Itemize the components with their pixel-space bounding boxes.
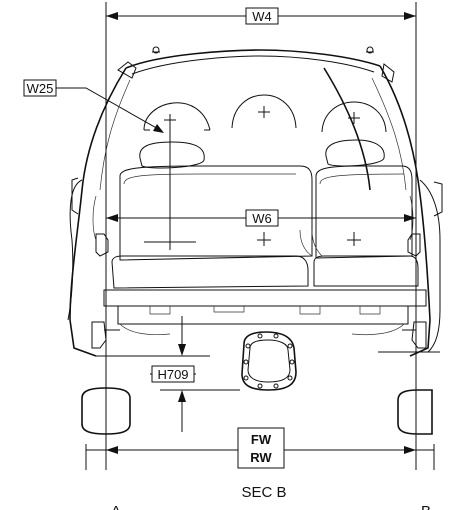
fw-label: FW [251,432,272,447]
w4-label: W4 [252,9,272,24]
h709-label: H709 [157,367,188,382]
floor-and-sills [91,321,427,349]
ground-reference-lines [96,351,440,391]
rw-label: RW [250,450,272,465]
section-caption: SEC B [241,484,286,501]
extension-lines [85,2,435,470]
cut-marker-left: A [111,503,121,510]
differential-cover [241,331,297,391]
h709-label-box [151,365,195,383]
dimension-w25 [56,87,176,250]
w6-label: W6 [252,211,272,226]
rear-wheels [81,387,433,435]
w6-label-box [245,209,279,227]
w4-label-box [245,7,279,25]
head-restraints [143,94,387,133]
w25-label: W25 [27,81,54,96]
w25-label-box [23,79,57,97]
vehicle-body-outline [67,46,443,357]
cut-marker-right: B [421,503,431,510]
rear-seat [95,139,427,325]
